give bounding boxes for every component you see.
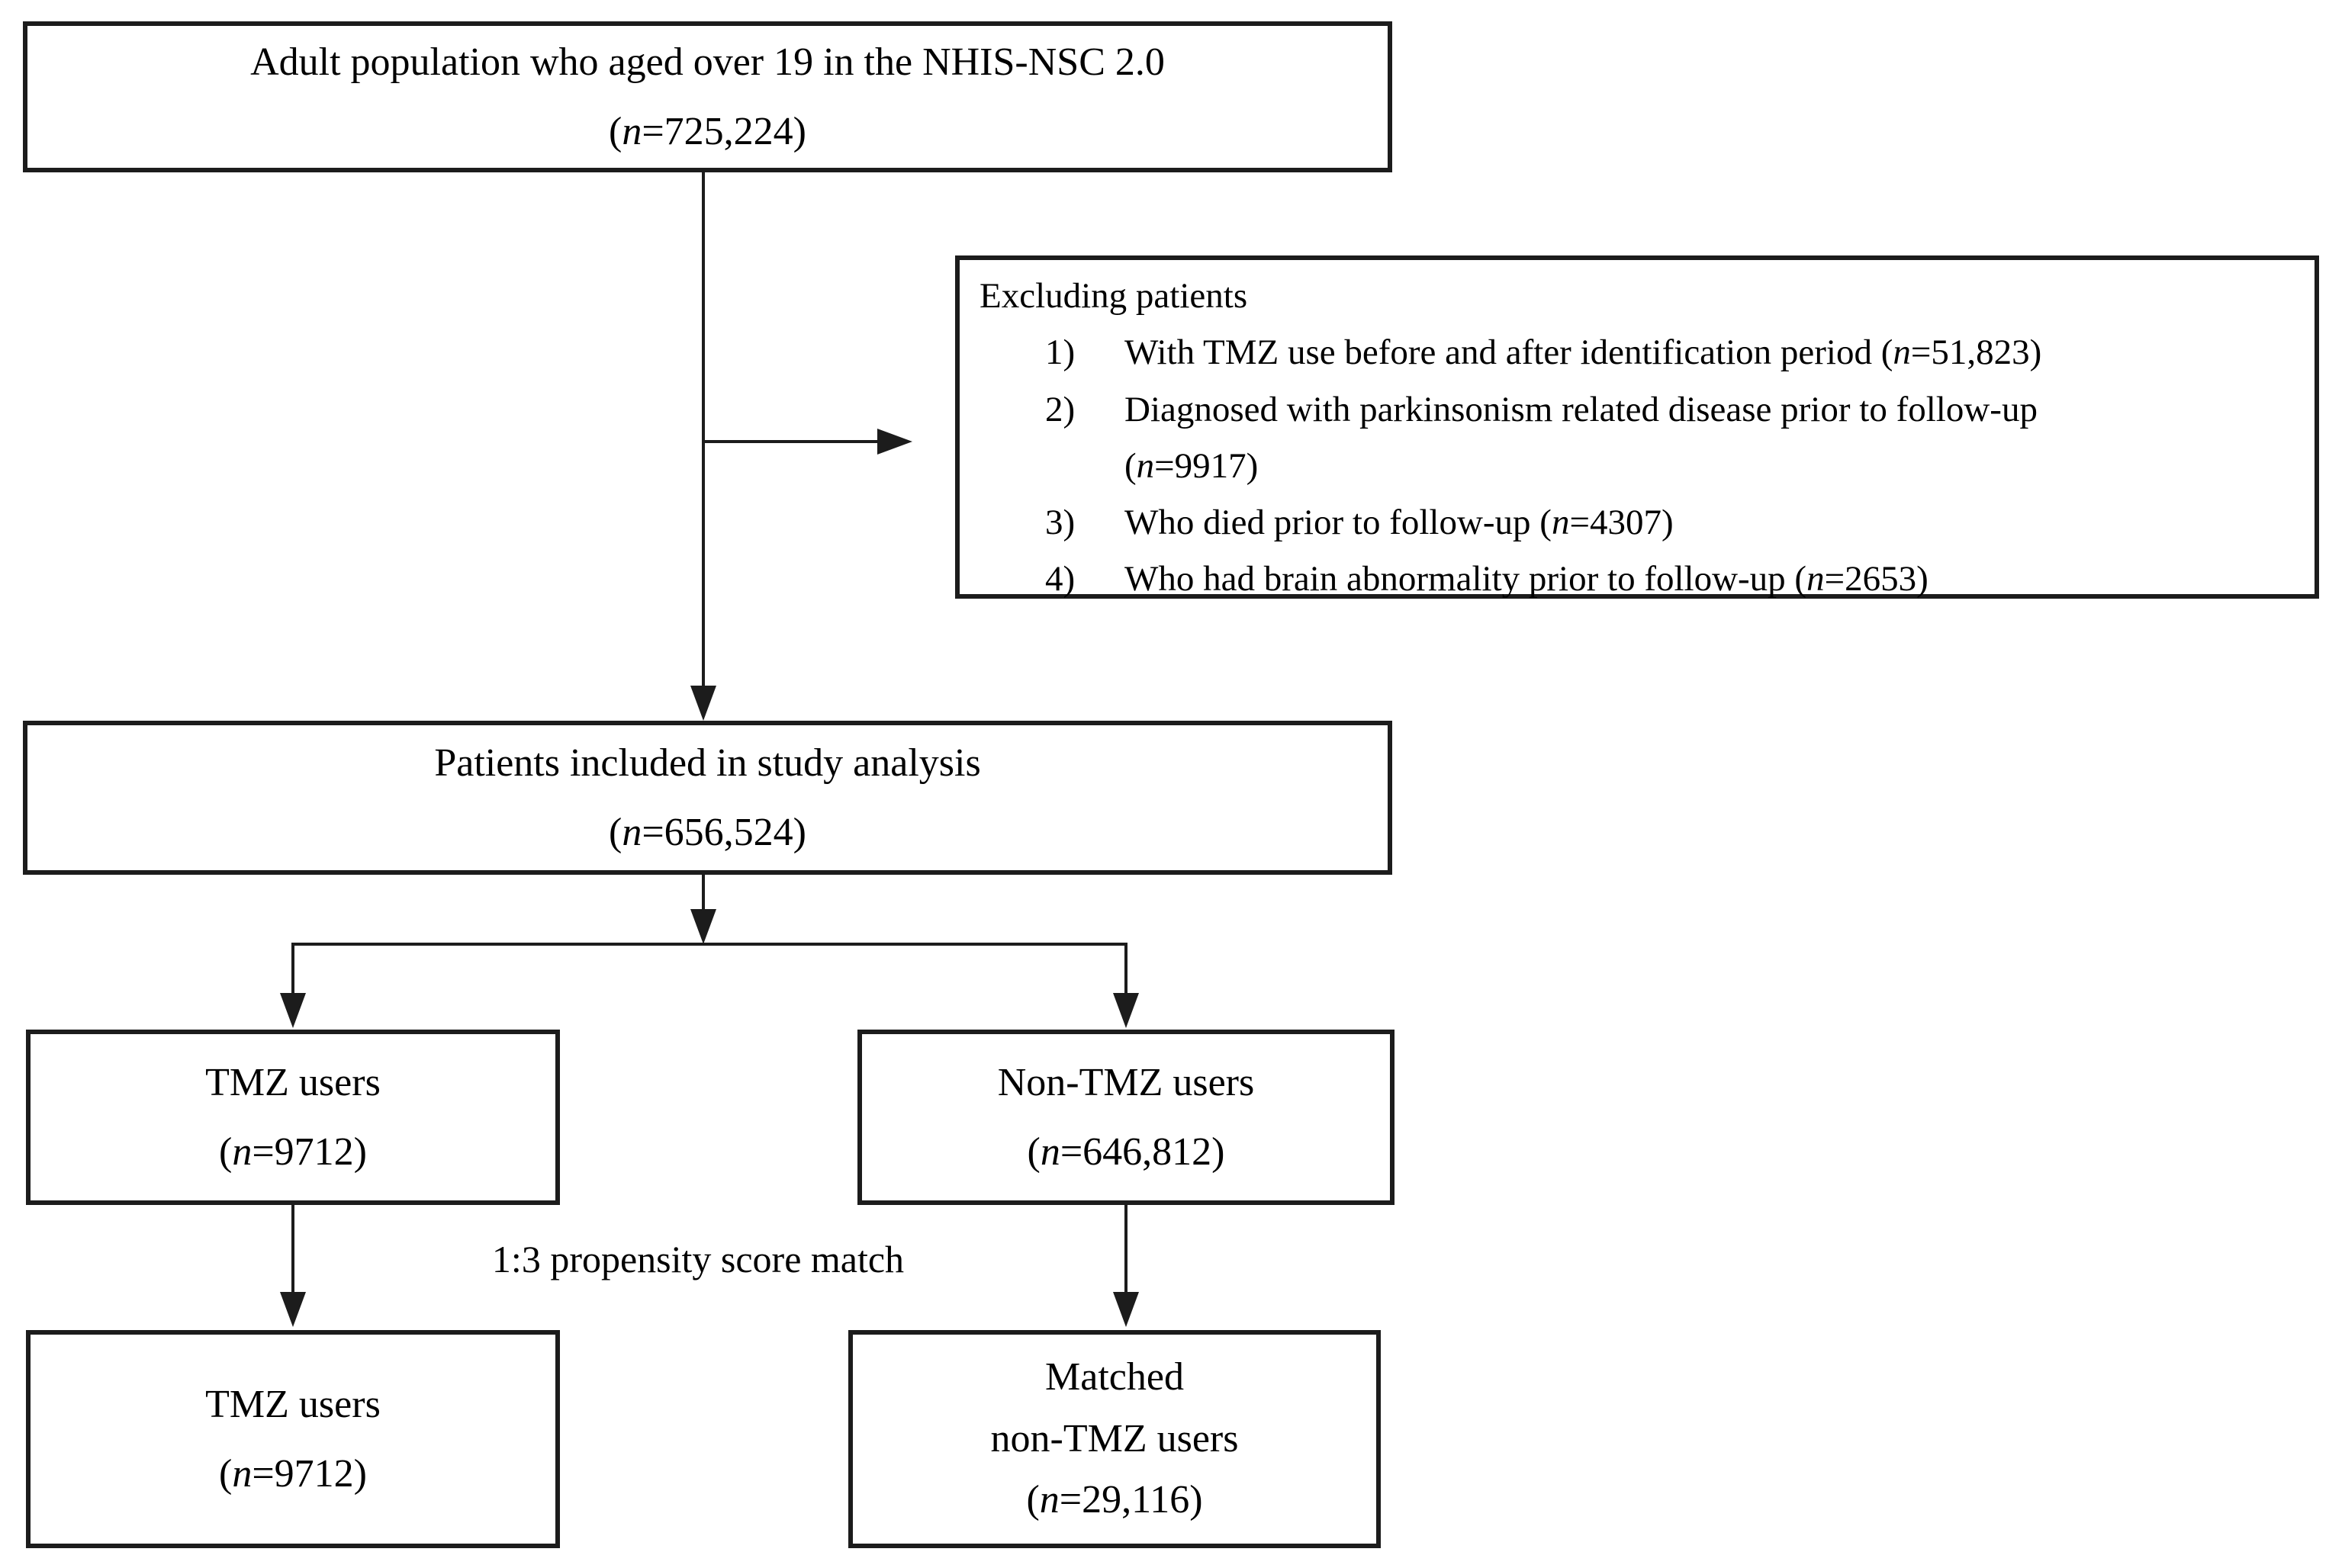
box-text-line: Adult population who aged over 19 in the… <box>250 27 1165 97</box>
connector-population-to-included <box>702 172 705 686</box>
text-segment: ( <box>219 1452 233 1496</box>
text-segment: =2653) <box>1824 559 1929 599</box>
connector-branch-to-exclusion <box>703 440 877 443</box>
box-text-line: Non-TMZ users <box>998 1048 1255 1117</box>
population-box: Adult population who aged over 19 in the… <box>23 21 1392 172</box>
n-italic: n <box>232 1130 253 1174</box>
exclusion-item-list: 1) With TMZ use before and after identifi… <box>980 324 2295 607</box>
text-segment: ( <box>609 811 622 854</box>
n-italic: n <box>622 110 642 153</box>
box-text-line: non-TMZ users <box>991 1409 1239 1470</box>
text-segment: Diagnosed with parkinsonism related dise… <box>1124 389 2038 429</box>
tmz-users-box: TMZ users (n=9712) <box>26 1030 560 1205</box>
propensity-match-label: 1:3 propensity score match <box>491 1238 905 1280</box>
n-italic: n <box>232 1452 253 1496</box>
exclusion-item: 1) With TMZ use before and after identifi… <box>980 324 2295 381</box>
exclusion-item-text: Diagnosed with parkinsonism related dise… <box>1124 381 2295 495</box>
n-italic: n <box>1136 445 1155 486</box>
text-segment: =29,116) <box>1059 1478 1203 1522</box>
n-italic: n <box>1551 503 1570 542</box>
arrowhead-down-into-included <box>690 686 716 721</box>
text-segment: Who died prior to follow-up ( <box>1124 503 1552 542</box>
text-segment: TMZ users <box>205 1061 381 1104</box>
text-segment: =9917) <box>1154 445 1259 486</box>
text-segment: Non-TMZ users <box>997 1061 1255 1104</box>
matched-tmz-users-box: TMZ users (n=9712) <box>26 1330 560 1548</box>
n-italic: n <box>1893 333 1911 373</box>
text-segment: =646,812) <box>1060 1130 1225 1174</box>
text-segment: ( <box>219 1130 233 1174</box>
split-line <box>291 943 1128 946</box>
box-text-line: Matched <box>1045 1347 1184 1409</box>
text-segment: Patients included in study analysis <box>434 741 981 785</box>
connector-tmz-to-matched-tmz <box>291 1205 294 1293</box>
n-italic: n <box>622 811 642 854</box>
exclusion-item-number: 1) <box>1045 333 1076 373</box>
box-text-line: (n=29,116) <box>1026 1470 1202 1531</box>
arrowhead-right-into-exclusion <box>877 429 912 455</box>
exclusion-item: 2) Diagnosed with parkinsonism related di… <box>980 381 2295 495</box>
text-segment: =9712) <box>252 1130 367 1174</box>
exclusion-box: Excluding patients 1) With TMZ use before… <box>955 255 2319 599</box>
arrowhead-down-into-matched-tmz <box>280 1292 306 1327</box>
connector-split-to-non-tmz <box>1124 946 1128 994</box>
arrowhead-down-into-tmz <box>280 993 306 1028</box>
text-segment: ( <box>609 110 622 153</box>
text-segment: =51,823) <box>1910 333 2042 373</box>
text-segment: =9712) <box>252 1452 367 1496</box>
exclusion-item-number: 3) <box>1045 503 1076 542</box>
n-italic: n <box>1806 559 1825 599</box>
text-segment: =725,224) <box>642 110 806 153</box>
box-text-line: TMZ users <box>205 1370 381 1439</box>
exclusion-item-text: Who had brain abnormality prior to follo… <box>1124 551 2295 607</box>
text-segment: Who had brain abnormality prior to follo… <box>1124 559 1807 599</box>
exclusion-item-number: 4) <box>1045 559 1076 599</box>
box-text-line: (n=9712) <box>219 1439 367 1509</box>
n-italic: n <box>1040 1130 1060 1174</box>
box-text-line: (n=646,812) <box>1028 1117 1225 1187</box>
exclusion-item-text: With TMZ use before and after identifica… <box>1124 324 2295 381</box>
text-segment: TMZ users <box>205 1383 381 1426</box>
arrowhead-down-into-split <box>690 909 716 944</box>
text-segment: Matched <box>1045 1355 1184 1399</box>
text-segment: With TMZ use before and after identifica… <box>1124 333 1893 373</box>
connector-split-to-tmz <box>291 946 294 994</box>
n-italic: n <box>1039 1478 1060 1522</box>
box-text-line: (n=656,524) <box>609 798 806 867</box>
connector-non-tmz-to-matched-non-tmz <box>1124 1205 1128 1293</box>
included-box: Patients included in study analysis (n=65… <box>23 721 1392 875</box>
box-text-line: Patients included in study analysis <box>434 728 980 798</box>
exclusion-title: Excluding patients <box>980 276 1248 316</box>
text-segment: ( <box>1027 1130 1041 1174</box>
box-text-line: TMZ users <box>205 1048 381 1117</box>
box-text-line: (n=725,224) <box>609 97 806 166</box>
non-tmz-users-box: Non-TMZ users (n=646,812) <box>857 1030 1395 1205</box>
connector-included-to-split <box>702 875 705 911</box>
arrowhead-down-into-matched-non-tmz <box>1113 1292 1139 1327</box>
box-text-line: (n=9712) <box>219 1117 367 1187</box>
text-segment: Adult population who aged over 19 in the… <box>250 40 1165 84</box>
matched-non-tmz-users-box: Matched non-TMZ users (n=29,116) <box>848 1330 1381 1548</box>
arrowhead-down-into-non-tmz <box>1113 993 1139 1028</box>
text-segment: ( <box>1124 445 1137 486</box>
exclusion-item-text: Who died prior to follow-up (n=4307) <box>1124 494 2295 551</box>
exclusion-item: 4) Who had brain abnormality prior to fol… <box>980 551 2295 607</box>
text-segment: =4307) <box>1569 503 1674 542</box>
text-segment: ( <box>1026 1478 1040 1522</box>
exclusion-item-number: 2) <box>1045 389 1076 429</box>
text-segment: =656,524) <box>642 811 806 854</box>
text-segment: non-TMZ users <box>990 1416 1239 1460</box>
exclusion-item: 3) Who died prior to follow-up (n=4307) <box>980 494 2295 551</box>
